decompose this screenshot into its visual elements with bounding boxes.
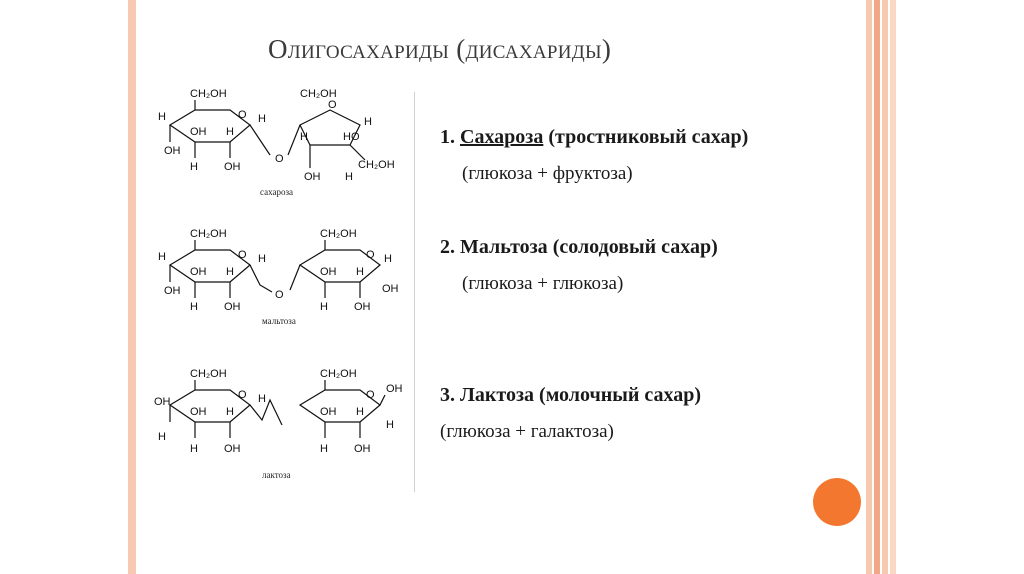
- svg-text:OH: OH: [190, 406, 207, 418]
- svg-text:O: O: [366, 389, 375, 401]
- svg-text:CH₂OH: CH₂OH: [190, 368, 227, 380]
- lactose-label: лактоза: [262, 470, 291, 480]
- svg-text:H: H: [356, 406, 364, 418]
- svg-text:H: H: [356, 266, 364, 278]
- sugar-number: 1.: [440, 126, 455, 148]
- svg-text:O: O: [275, 289, 284, 301]
- svg-text:H: H: [226, 406, 234, 418]
- structural-formulas: CH₂OH O H H OH OH H H OH O CH₂OH O H H H…: [154, 88, 403, 480]
- sugar-name: Лактоза: [460, 384, 535, 406]
- svg-text:OH: OH: [382, 283, 399, 295]
- svg-text:H: H: [226, 266, 234, 278]
- svg-text:H: H: [364, 116, 372, 128]
- sugar-title: 1. Сахароза (тростниковый сахар): [440, 126, 860, 149]
- sugar-item-lactose: 3. Лактоза (молочный сахар) (глюкоза + г…: [440, 384, 860, 443]
- sugar-title: 3. Лактоза (молочный сахар): [440, 384, 860, 407]
- sugar-number: 2.: [440, 236, 455, 258]
- svg-text:H: H: [300, 131, 308, 143]
- sugar-number: 3.: [440, 384, 455, 406]
- svg-text:H: H: [258, 393, 266, 405]
- sugar-item-maltose: 2. Мальтоза (солодовый сахар) (глюкоза +…: [440, 236, 860, 295]
- svg-text:CH₂OH: CH₂OH: [190, 88, 227, 100]
- sugar-desc: (солодовый сахар): [547, 236, 718, 258]
- left-decor-bar: [128, 0, 136, 574]
- svg-text:H: H: [190, 161, 198, 173]
- svg-text:H: H: [190, 443, 198, 455]
- svg-text:H: H: [158, 431, 166, 443]
- svg-text:OH: OH: [320, 406, 337, 418]
- svg-text:H: H: [226, 126, 234, 138]
- slide-title: Олигосахариды (дисахариды): [268, 34, 612, 64]
- svg-text:OH: OH: [386, 383, 403, 395]
- sugar-title: 2. Мальтоза (солодовый сахар): [440, 236, 860, 259]
- sugar-name: Сахароза: [460, 126, 544, 148]
- svg-text:H: H: [158, 251, 166, 263]
- svg-text:H: H: [320, 443, 328, 455]
- sugar-composition: (глюкоза + галактоза): [440, 421, 614, 442]
- svg-text:H: H: [258, 113, 266, 125]
- svg-text:HO: HO: [343, 131, 360, 143]
- svg-text:O: O: [275, 153, 284, 165]
- svg-text:CH₂OH: CH₂OH: [320, 368, 357, 380]
- decor-stripe: [874, 0, 880, 574]
- svg-text:OH: OH: [164, 145, 181, 157]
- sucrose-label: сахароза: [260, 187, 293, 197]
- decor-stripe: [866, 0, 872, 574]
- svg-text:CH₂OH: CH₂OH: [320, 228, 357, 240]
- svg-text:H: H: [320, 301, 328, 313]
- svg-text:OH: OH: [164, 285, 181, 297]
- decor-stripe: [890, 0, 896, 574]
- sugar-item-sucrose: 1. Сахароза (тростниковый сахар) (глюкоз…: [440, 126, 860, 185]
- sugar-desc: (тростниковый сахар): [543, 126, 749, 148]
- sugar-name: Мальтоза: [460, 236, 548, 258]
- svg-text:OH: OH: [224, 161, 241, 173]
- svg-text:H: H: [384, 253, 392, 265]
- svg-text:H: H: [190, 301, 198, 313]
- sugar-desc: (молочный сахар): [534, 384, 702, 406]
- svg-text:OH: OH: [320, 266, 337, 278]
- svg-text:OH: OH: [190, 266, 207, 278]
- svg-text:OH: OH: [304, 171, 321, 183]
- svg-text:OH: OH: [224, 301, 241, 313]
- svg-text:H: H: [158, 111, 166, 123]
- sugar-composition: (глюкоза + глюкоза): [462, 273, 624, 294]
- svg-text:H: H: [345, 171, 353, 183]
- decor-circle: [813, 478, 861, 526]
- decor-stripe: [882, 0, 888, 574]
- svg-text:CH₂OH: CH₂OH: [358, 159, 395, 171]
- sugar-composition: (глюкоза + фруктоза): [462, 163, 633, 184]
- maltose-label: мальтоза: [262, 316, 296, 326]
- svg-text:O: O: [366, 249, 375, 261]
- svg-text:OH: OH: [190, 126, 207, 138]
- svg-text:O: O: [238, 109, 247, 121]
- svg-text:OH: OH: [354, 443, 371, 455]
- svg-text:OH: OH: [224, 443, 241, 455]
- right-decor-bars: [866, 0, 898, 574]
- svg-text:OH: OH: [154, 396, 171, 408]
- svg-text:O: O: [238, 249, 247, 261]
- column-divider: [414, 92, 415, 492]
- svg-text:CH₂OH: CH₂OH: [300, 88, 337, 100]
- svg-text:O: O: [238, 389, 247, 401]
- svg-text:CH₂OH: CH₂OH: [190, 228, 227, 240]
- svg-text:O: O: [328, 99, 337, 111]
- svg-text:OH: OH: [354, 301, 371, 313]
- svg-text:H: H: [258, 253, 266, 265]
- svg-text:H: H: [386, 419, 394, 431]
